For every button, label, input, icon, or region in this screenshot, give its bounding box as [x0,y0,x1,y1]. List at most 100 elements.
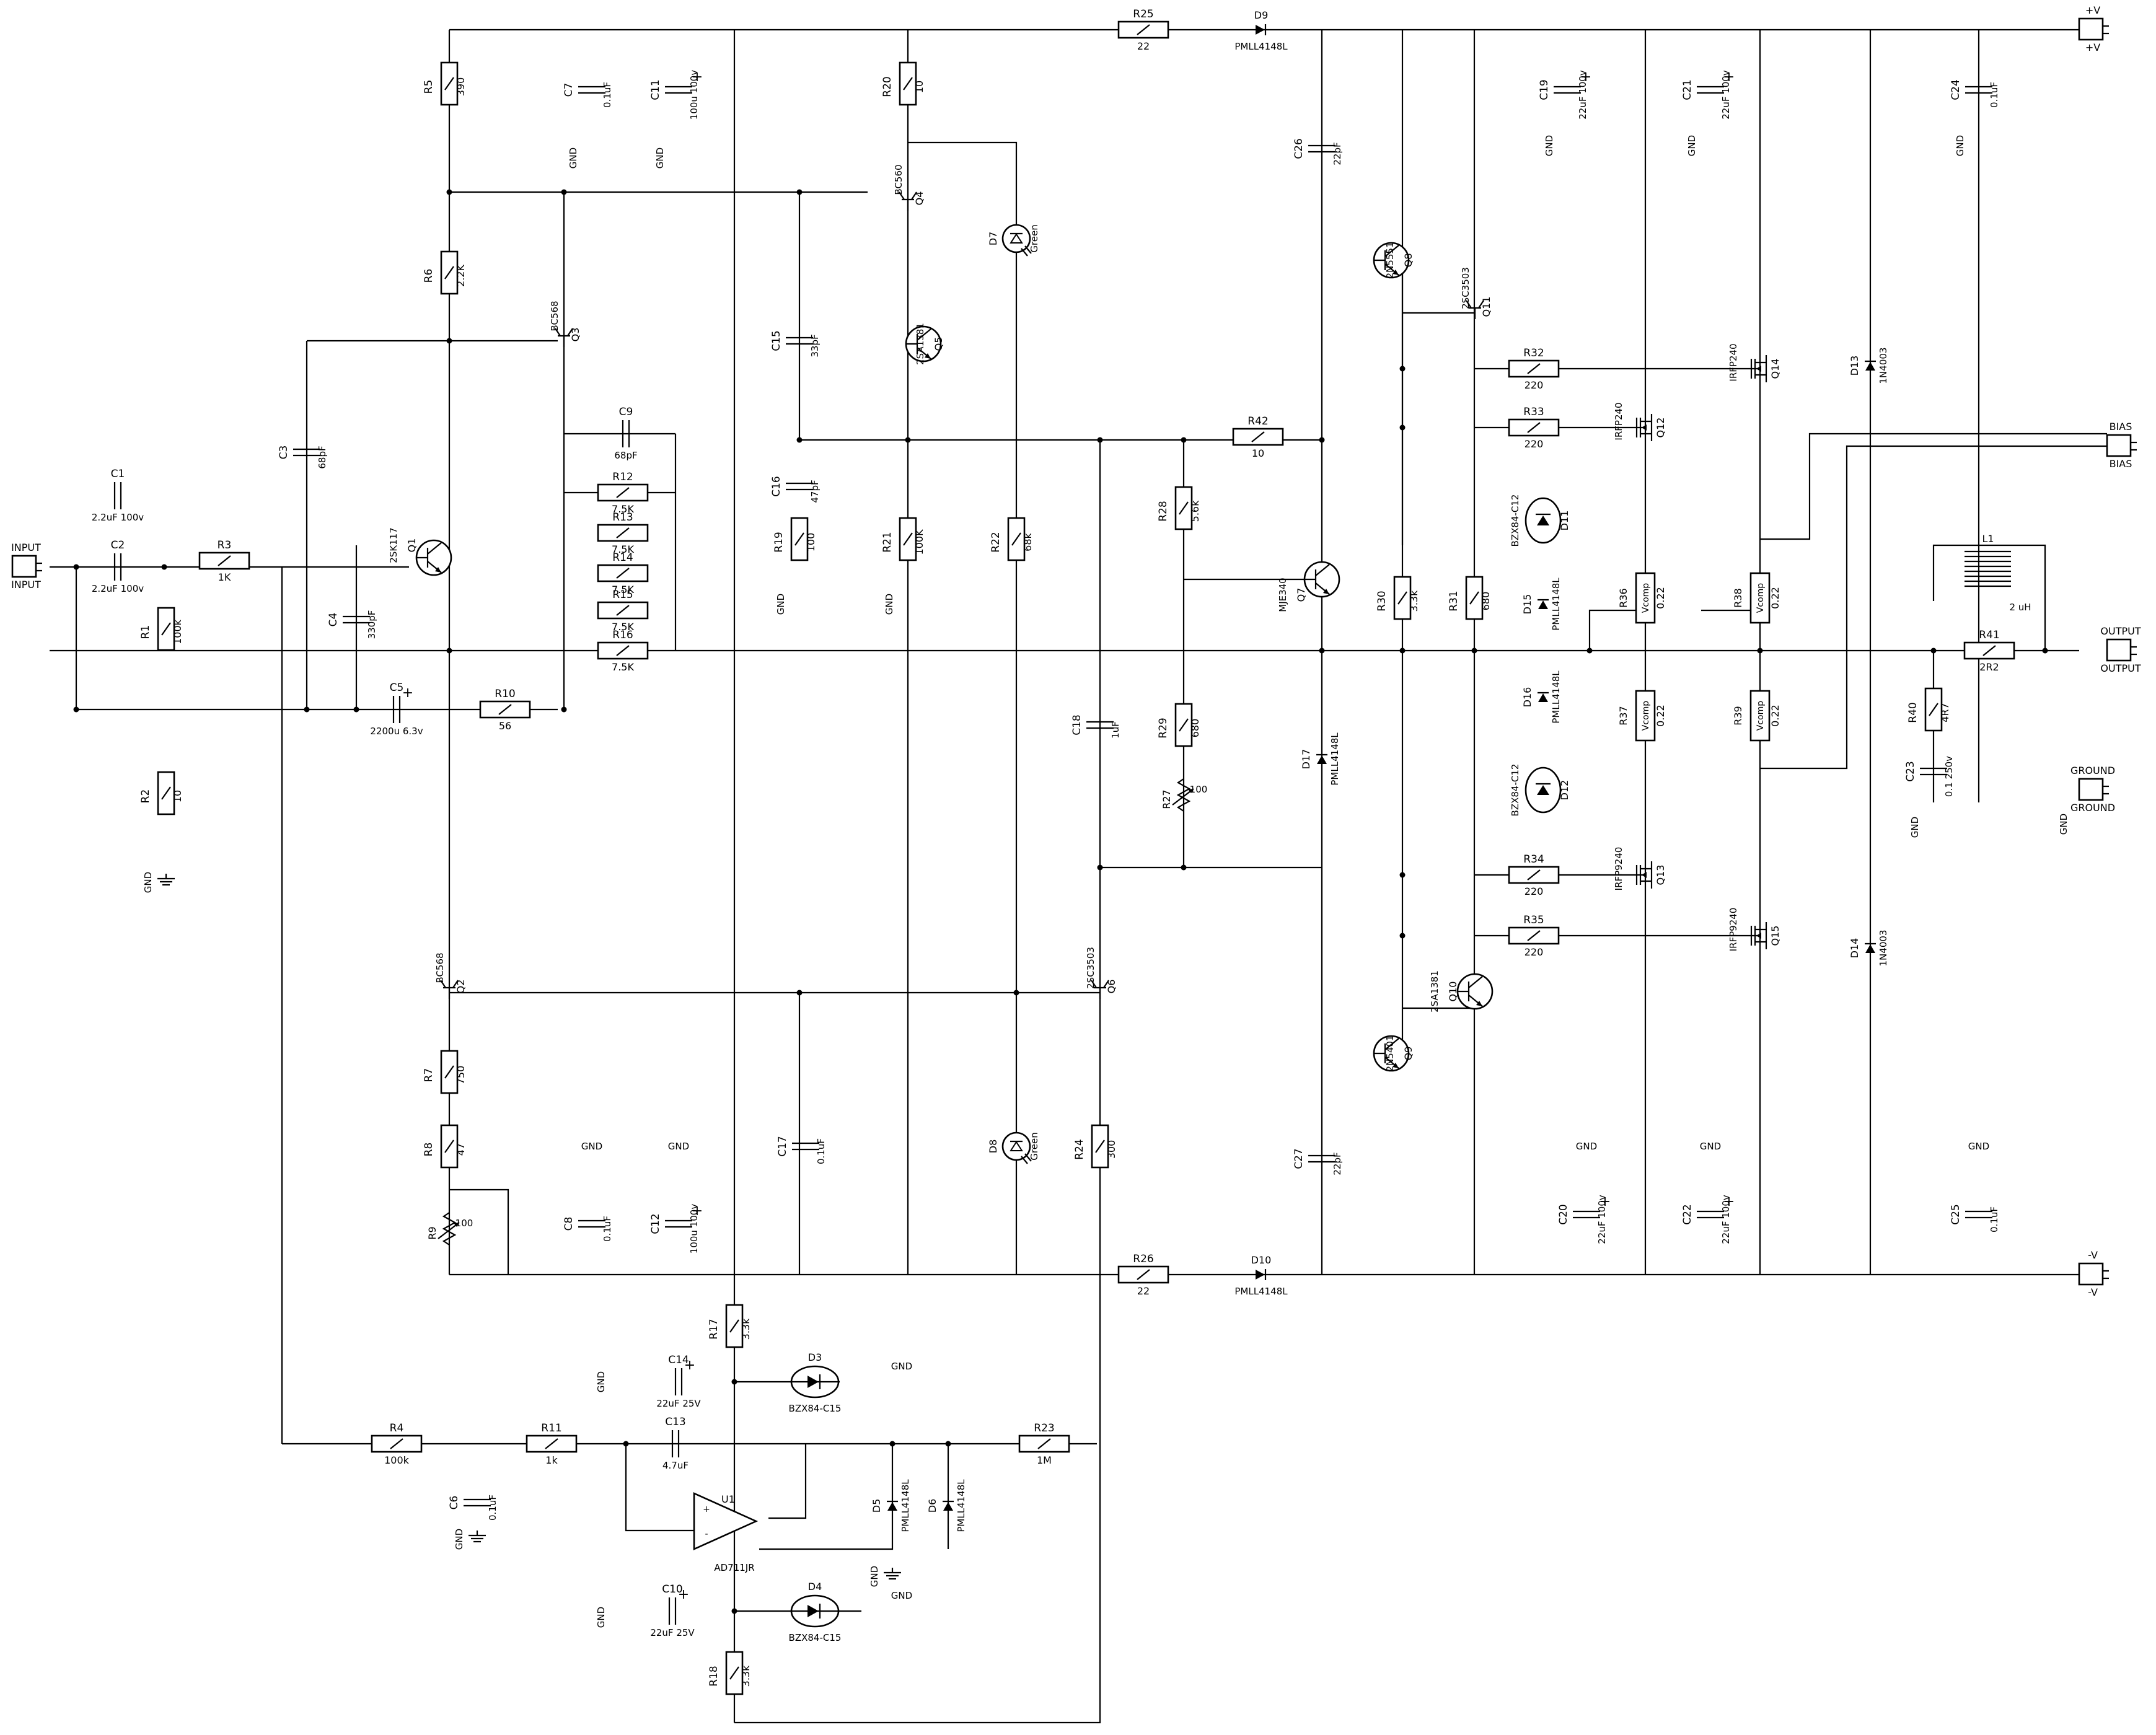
label: 7.5K [612,543,634,555]
label: C7 [563,83,575,97]
label: R37 [1617,706,1629,725]
label: 1N4003 [1878,348,1889,384]
label: + [692,69,703,85]
label: 1K [218,571,231,583]
label: 220 [1525,379,1544,391]
label: 22uF 100v [1720,70,1731,120]
label: R28 [1157,501,1169,521]
label: R16 [612,629,633,641]
label: 100 [805,533,817,552]
port-v: +V+V [2078,4,2109,53]
wire [50,566,77,709]
capacitor-c6: C6 0.1uF [448,1495,498,1521]
label: Q9 [1402,1047,1414,1061]
junction-dot [731,1379,737,1385]
label: 0.1uF [602,82,613,108]
label: GROUND [2070,765,2115,776]
junction-dot [561,706,567,713]
label: 2SC3503 [1460,267,1471,309]
label: BZX84-C12 [1510,764,1521,817]
label: INPUT [11,579,41,591]
junction-dot [73,564,79,570]
label: D12 [1559,780,1570,801]
label: R42 [1247,415,1268,428]
transistor-q1: Q1 2SK117 [388,527,452,576]
label: 4.7uF [662,1460,689,1471]
label: 7.5K [612,621,634,633]
label: 2SA1381 [1429,970,1440,1012]
ground-label: GND [891,1361,912,1372]
label: Q12 [1655,418,1666,438]
port-vneg: -V-V [2078,1249,2109,1298]
capacitor-c7: C7 0.1uF [563,82,613,108]
label: BZX84-C12 [1510,494,1521,547]
label: Q8 [1402,253,1414,268]
label: Q1 [406,538,418,553]
label: 2SK117 [388,527,399,563]
label: GND [884,594,895,615]
ground-label: GND [1576,1141,1597,1152]
label: C6 [448,1496,460,1510]
label: R17 [708,1319,720,1339]
label: R27 [1161,789,1173,809]
junction-dot [1097,864,1103,871]
label: GND [1955,135,1966,156]
label: 56 [499,720,511,732]
label: 2200u 6.3v [370,726,423,737]
label: -V [2088,1249,2098,1261]
label: Q14 [1769,359,1781,379]
ground-label: GND [1909,817,1921,838]
label: 22 [1137,1285,1150,1297]
junction-dot [446,338,452,344]
label: R8 [423,1143,435,1157]
label: 0.22 [1769,705,1781,727]
label: 100u 100v [689,70,700,120]
ground-label: GND [1968,1141,1989,1152]
ground-label: GND [581,1141,602,1152]
label: C4 [327,613,340,627]
label: R1 [139,625,152,639]
label: C16 [770,476,783,497]
label: D10 [1251,1254,1272,1266]
label: 22uF 100v [1577,70,1588,120]
label: Q5 [933,337,944,351]
label: C20 [1557,1204,1570,1225]
wire [449,1188,509,1275]
label: 0.1uF [816,1138,827,1164]
label: C10 [662,1583,683,1596]
junction-dot [889,1441,895,1447]
label: R9 [426,1226,438,1239]
label: 220 [1525,885,1544,897]
label: 22uF 25V [650,1627,695,1638]
label: 2.2K [455,265,467,287]
label: 22uF 25V [656,1398,701,1409]
label: GND [1909,817,1921,838]
label: GND [1968,1141,1989,1152]
label: IRFP9240 [1613,847,1624,891]
label: 0.1uF [487,1495,498,1521]
junction-dot [1399,933,1406,939]
label: 100k [172,619,183,644]
junction-dot [1399,366,1406,372]
